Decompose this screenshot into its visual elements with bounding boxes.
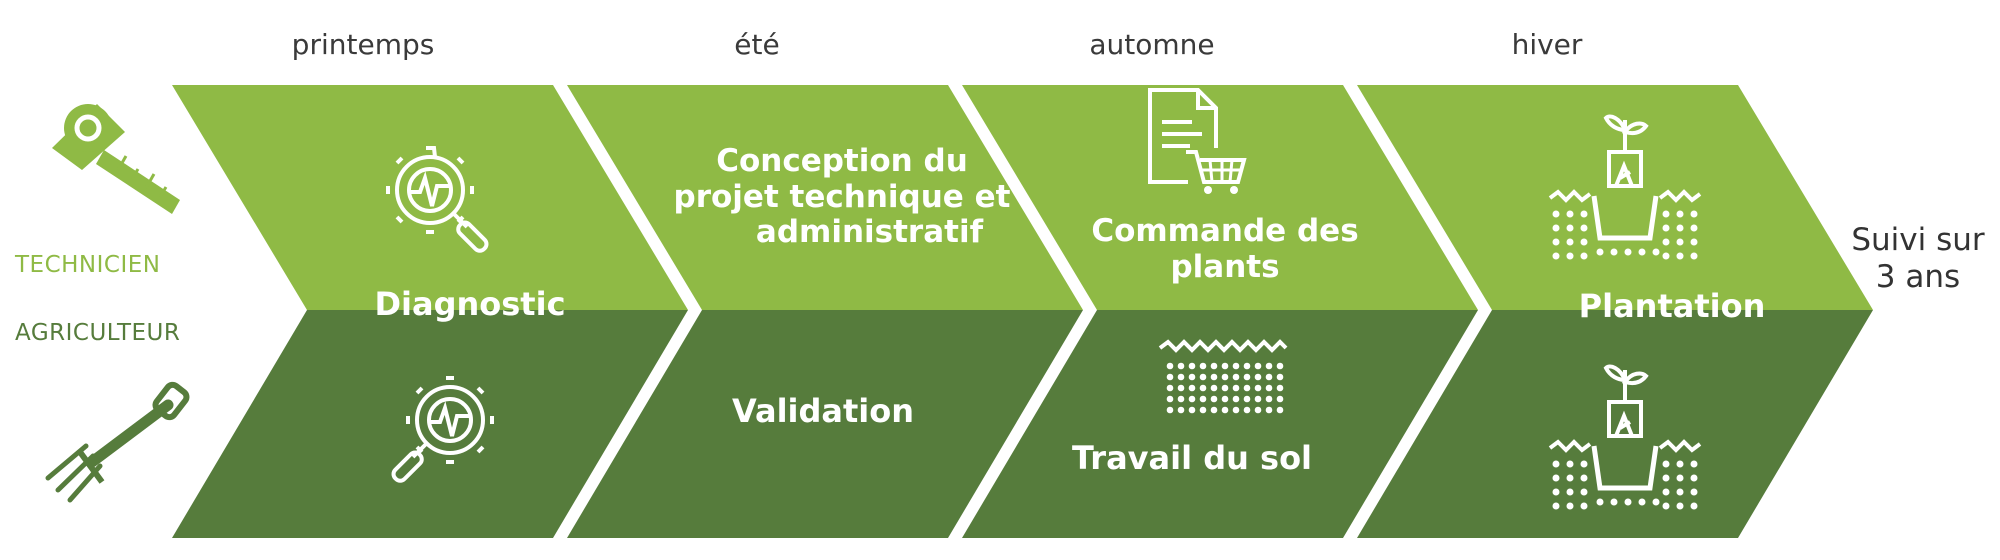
chevron-agriculteur-2 — [567, 310, 1083, 538]
soil-dot — [1276, 384, 1284, 392]
soil-dot — [1254, 362, 1262, 370]
soil-dot — [1199, 362, 1207, 370]
soil-dot — [1265, 384, 1273, 392]
step-validation-label: Validation — [731, 392, 915, 430]
chevron-technicien-4 — [1357, 85, 1873, 310]
soil-dot — [1210, 384, 1218, 392]
soil-dot — [1210, 395, 1218, 403]
soil-dot — [1232, 362, 1240, 370]
soil-dot — [1188, 362, 1196, 370]
soil-dot — [1243, 384, 1251, 392]
soil-dot — [1265, 373, 1273, 381]
pitchfork-icon — [45, 381, 190, 503]
soil-dot — [1221, 384, 1229, 392]
soil-dot — [1177, 384, 1185, 392]
soil-dot — [1243, 395, 1251, 403]
soil-dot — [1232, 406, 1240, 414]
soil-dot — [1199, 373, 1207, 381]
final-follow-up-label: Suivi sur 3 ans — [1851, 222, 1985, 296]
soil-tilling-icon — [1158, 339, 1288, 414]
role-technicien: TECHNICIEN — [15, 252, 161, 278]
soil-dot — [1265, 362, 1273, 370]
soil-dot — [1254, 373, 1262, 381]
soil-dot — [1276, 373, 1284, 381]
soil-dot — [1199, 384, 1207, 392]
soil-dot — [1188, 395, 1196, 403]
soil-dot — [1166, 395, 1174, 403]
seedling-planting-icon-agriculteur — [1548, 364, 1702, 510]
season-automne: automne — [1089, 28, 1215, 61]
soil-dot — [1166, 406, 1174, 414]
soil-dot — [1177, 362, 1185, 370]
soil-dot — [1199, 395, 1207, 403]
soil-dot — [1177, 406, 1185, 414]
soil-dot — [1232, 384, 1240, 392]
soil-dot — [1232, 373, 1240, 381]
soil-dot — [1276, 362, 1284, 370]
soil-dot — [1188, 373, 1196, 381]
chevron-agriculteur-4 — [1357, 310, 1873, 538]
diagnostic-gear-magnifier-icon-agriculteur — [391, 376, 494, 483]
soil-dot — [1232, 395, 1240, 403]
chevron-agriculteur-3 — [962, 310, 1478, 538]
soil-dot — [1177, 373, 1185, 381]
step-conception-label: Conception du projet technique et admini… — [673, 143, 1011, 251]
soil-dot — [1221, 362, 1229, 370]
soil-dot — [1210, 373, 1218, 381]
role-agriculteur: AGRICULTEUR — [15, 320, 181, 346]
step-diagnostic-label: Diagnostic — [374, 285, 566, 323]
soil-dot — [1276, 406, 1284, 414]
diagnostic-gear-magnifier-icon — [386, 146, 489, 253]
soil-dot — [1254, 406, 1262, 414]
soil-dot — [1221, 373, 1229, 381]
chevron-technicien-3 — [962, 85, 1478, 310]
soil-dot — [1265, 406, 1273, 414]
step-commande-label: Commande des plants — [1091, 213, 1359, 285]
seedling-planting-icon — [1548, 114, 1702, 260]
chevron-technicien-2 — [567, 85, 1083, 310]
step-plantation-label: Plantation — [1578, 287, 1766, 325]
measuring-tape-icon — [52, 104, 180, 214]
step-travail-du-sol-label: Travail du sol — [1071, 439, 1313, 477]
soil-dot — [1166, 362, 1174, 370]
soil-dot — [1188, 384, 1196, 392]
soil-dot — [1166, 384, 1174, 392]
soil-dot — [1243, 373, 1251, 381]
soil-dot — [1188, 406, 1196, 414]
soil-dot — [1221, 406, 1229, 414]
soil-dot — [1199, 406, 1207, 414]
soil-dot — [1243, 406, 1251, 414]
soil-dot — [1276, 395, 1284, 403]
season-printemps: printemps — [291, 28, 435, 61]
soil-dot — [1254, 395, 1262, 403]
season-hiver: hiver — [1511, 28, 1583, 61]
soil-dot — [1166, 373, 1174, 381]
soil-dot — [1243, 362, 1251, 370]
soil-dot — [1265, 395, 1273, 403]
soil-dot — [1221, 395, 1229, 403]
season-ete: été — [734, 28, 780, 61]
soil-dot — [1210, 362, 1218, 370]
soil-dot — [1254, 384, 1262, 392]
soil-dot — [1210, 406, 1218, 414]
soil-dot — [1177, 395, 1185, 403]
order-document-cart-icon — [1148, 88, 1247, 194]
